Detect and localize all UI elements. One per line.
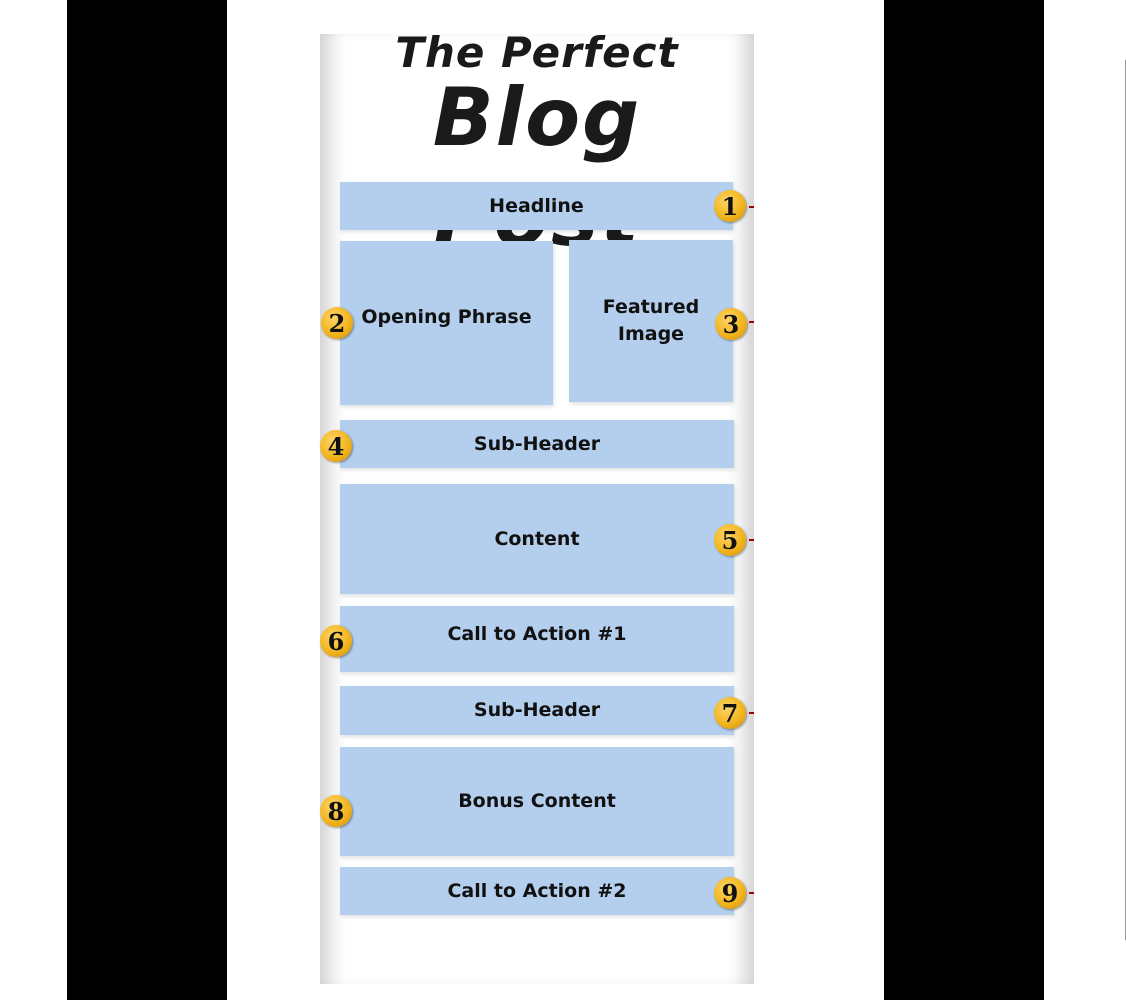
connector-tick-1 xyxy=(749,206,754,208)
content-label: Content xyxy=(494,527,580,550)
badge-7: 7 xyxy=(714,697,746,729)
connector-tick-9 xyxy=(749,892,754,894)
title-line-1: The Perfect xyxy=(395,28,679,77)
sub-header-block-1: Sub-Header xyxy=(340,420,734,468)
title-line-2: Blog Post xyxy=(432,71,642,264)
opening-phrase-label: Opening Phrase xyxy=(361,305,532,328)
content-block: Content xyxy=(340,484,734,594)
badge-2: 2 xyxy=(321,307,353,339)
call-to-action-2-label: Call to Action #2 xyxy=(447,879,627,902)
opening-phrase-block: Opening Phrase xyxy=(340,241,553,405)
left-side-bar xyxy=(67,0,227,1000)
right-side-bar xyxy=(884,0,1044,1000)
featured-image-block: Featured Image xyxy=(569,240,733,402)
badge-4: 4 xyxy=(320,430,352,462)
badge-9: 9 xyxy=(714,877,746,909)
connector-tick-5 xyxy=(749,539,754,541)
connector-tick-3 xyxy=(749,321,754,323)
sub-header-block-2: Sub-Header xyxy=(340,686,734,735)
badge-1: 1 xyxy=(714,190,746,222)
headline-label: Headline xyxy=(489,194,584,217)
featured-image-label: Featured Image xyxy=(602,296,700,345)
headline-block: Headline xyxy=(340,182,733,230)
sub-header-label-1: Sub-Header xyxy=(473,432,601,455)
bonus-content-label: Bonus Content xyxy=(458,790,616,812)
badge-3: 3 xyxy=(715,308,747,340)
call-to-action-2-block: Call to Action #2 xyxy=(340,867,734,915)
connector-tick-7 xyxy=(749,712,754,714)
bonus-content-block: Bonus Content xyxy=(340,747,734,856)
call-to-action-1-block: Call to Action #1 xyxy=(340,606,734,672)
badge-5: 5 xyxy=(714,524,746,556)
badge-6: 6 xyxy=(320,625,352,657)
call-to-action-1-label: Call to Action #1 xyxy=(447,622,627,645)
sub-header-label-2: Sub-Header xyxy=(473,699,601,721)
badge-8: 8 xyxy=(320,795,352,827)
